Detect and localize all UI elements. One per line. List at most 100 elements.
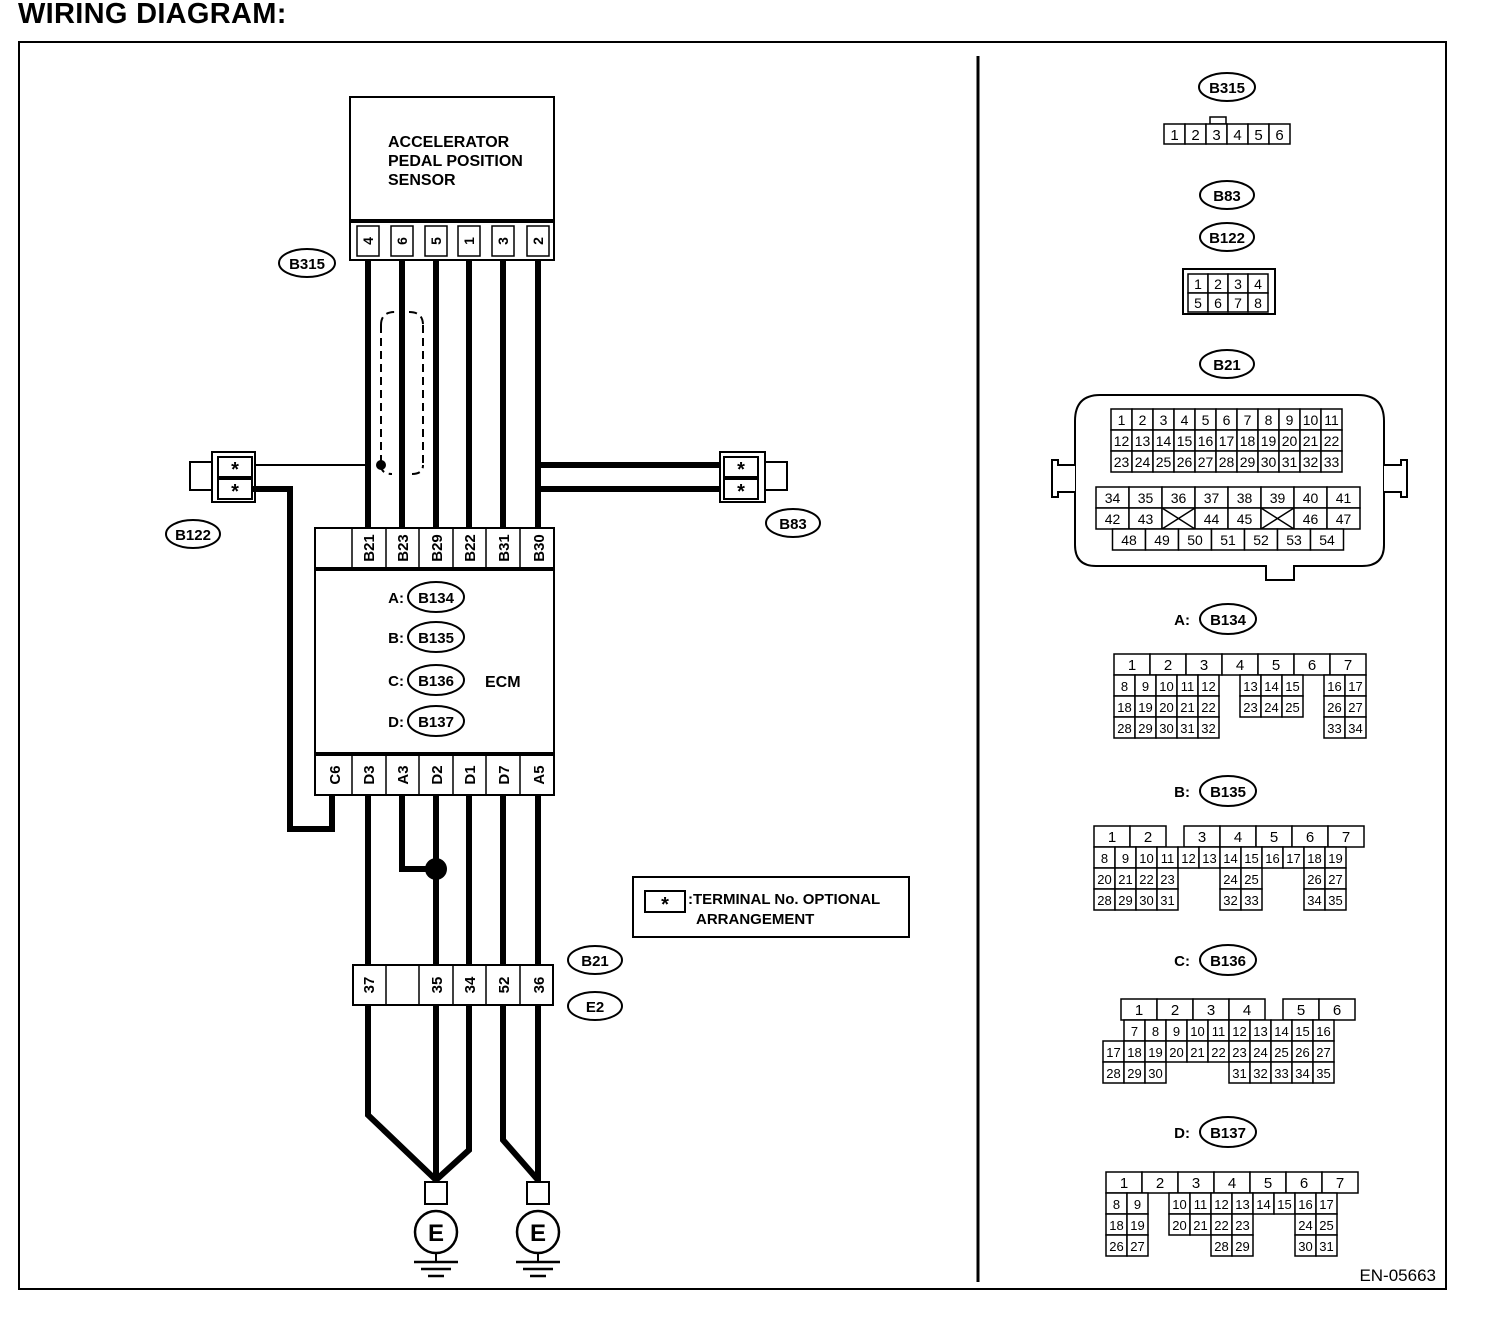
ecm-bottom-pin: C6 bbox=[327, 765, 344, 784]
b21-view-pin: 8 bbox=[1265, 412, 1273, 428]
b21-view-pin: 4 bbox=[1181, 412, 1189, 428]
b136-view-pin: 5 bbox=[1297, 1002, 1305, 1019]
b137-view-pin: 10 bbox=[1172, 1197, 1186, 1212]
b136-view-pin: 9 bbox=[1173, 1024, 1180, 1039]
b21-view-pin: 39 bbox=[1270, 490, 1286, 506]
wire-a3 bbox=[399, 795, 436, 872]
ecm-connector-prefix: A: bbox=[388, 590, 404, 607]
b21-view-pin: 54 bbox=[1319, 532, 1335, 548]
b135-view-pin: 23 bbox=[1160, 872, 1174, 887]
b135-view-pin-cell bbox=[1156, 888, 1179, 911]
b21-view-pin: 7 bbox=[1244, 412, 1252, 428]
b134-view-pin: 13 bbox=[1243, 679, 1257, 694]
b83-view-pin: 7 bbox=[1234, 295, 1242, 311]
legend-line-1: :TERMINAL No. OPTIONAL bbox=[688, 891, 880, 908]
b21-view-pin: 38 bbox=[1237, 490, 1253, 506]
b83-view-pin: 1 bbox=[1194, 276, 1202, 292]
b83-pin-1 bbox=[723, 456, 759, 478]
b21-view-pin: 9 bbox=[1286, 412, 1294, 428]
b134-view-prefix: A: bbox=[1174, 612, 1190, 629]
b134-view-pin: 16 bbox=[1327, 679, 1341, 694]
wire-c6 bbox=[253, 486, 335, 832]
b134-view-pin-cell bbox=[1197, 716, 1220, 739]
b21-view-pin: 35 bbox=[1138, 490, 1154, 506]
b83-body bbox=[764, 461, 788, 491]
b137-view-pin-cell bbox=[1315, 1234, 1338, 1257]
b135-view-pin: 13 bbox=[1202, 851, 1216, 866]
b315-view-pin: 5 bbox=[1254, 127, 1262, 144]
b21-view-pin: 47 bbox=[1336, 511, 1352, 527]
b315-view-pin: 4 bbox=[1233, 127, 1241, 144]
b21-view-pin: 11 bbox=[1324, 412, 1339, 428]
ecm-bottom-pin: A5 bbox=[531, 765, 548, 784]
b137-view-pin: 7 bbox=[1336, 1175, 1344, 1192]
shield-ground-splice bbox=[376, 460, 386, 470]
b136-view-pin: 32 bbox=[1253, 1066, 1267, 1081]
b134-view-pin: 24 bbox=[1264, 700, 1278, 715]
ecm-top-pin: B22 bbox=[462, 534, 479, 562]
b122-view-code: B122 bbox=[1209, 230, 1245, 247]
ground-pin: 52 bbox=[496, 977, 513, 994]
b21-view-right-tab bbox=[1384, 459, 1408, 498]
b315-view-latch bbox=[1209, 116, 1227, 125]
b136-view-pin: 21 bbox=[1190, 1045, 1204, 1060]
ground-pin: 34 bbox=[462, 976, 479, 993]
b135-view-badge bbox=[1199, 775, 1257, 807]
ground-label: E bbox=[428, 1220, 444, 1247]
ecm-connector-prefix: D: bbox=[388, 714, 404, 731]
b136-view-pin-cell bbox=[1144, 1061, 1167, 1084]
b21-view-pin-cell bbox=[1309, 528, 1345, 551]
b135-view-pin: 28 bbox=[1097, 893, 1111, 908]
ecm-connector-code: B134 bbox=[418, 590, 455, 607]
b21-view-pin: 1 bbox=[1118, 412, 1126, 428]
legend-symbol: * bbox=[661, 894, 669, 916]
b135-view-pin: 8 bbox=[1101, 851, 1108, 866]
sensor-name-line-2: PEDAL POSITION bbox=[388, 153, 523, 170]
b136-view-pin: 34 bbox=[1295, 1066, 1309, 1081]
b134-view-pin: 21 bbox=[1180, 700, 1194, 715]
b137-view-pin: 23 bbox=[1235, 1218, 1249, 1233]
ground-wire-37 bbox=[365, 1005, 439, 1183]
b136-view-pin: 14 bbox=[1274, 1024, 1288, 1039]
b21-view-pin: 37 bbox=[1204, 490, 1220, 506]
b122-body bbox=[189, 461, 213, 491]
b134-view-pin: 22 bbox=[1201, 700, 1215, 715]
b21-view-pin: 48 bbox=[1121, 532, 1137, 548]
b21-view-pin: 42 bbox=[1105, 511, 1121, 527]
ecm-connector-code: B135 bbox=[418, 630, 454, 647]
b135-view-pin: 31 bbox=[1160, 893, 1174, 908]
b136-view-pin: 11 bbox=[1212, 1024, 1226, 1039]
b83-badge bbox=[765, 508, 821, 538]
ground-wire-52 bbox=[500, 1005, 541, 1182]
b21-view-pin: 34 bbox=[1105, 490, 1121, 506]
b315-view-code: B315 bbox=[1209, 80, 1245, 97]
ground-connector-code-b21: B21 bbox=[581, 953, 609, 970]
b136-view-pin: 15 bbox=[1295, 1024, 1309, 1039]
b136-view-pin: 30 bbox=[1148, 1066, 1162, 1081]
legend-symbol-box bbox=[644, 890, 686, 913]
b137-view-pin: 15 bbox=[1277, 1197, 1291, 1212]
b137-view-pin: 16 bbox=[1298, 1197, 1312, 1212]
sensor-connector-badge bbox=[278, 248, 336, 278]
b21-view-blocked-pin bbox=[1260, 507, 1295, 530]
b137-view-pin: 12 bbox=[1214, 1197, 1228, 1212]
ground-pin: 37 bbox=[361, 977, 378, 994]
ecm-bottom-pin: D1 bbox=[462, 765, 479, 784]
b136-view-pin: 10 bbox=[1190, 1024, 1204, 1039]
ground-connector-code-e2: E2 bbox=[586, 999, 604, 1016]
ecm-bottom-pin: A3 bbox=[395, 765, 412, 784]
b135-view-pin: 17 bbox=[1286, 851, 1300, 866]
b135-view-pin: 1 bbox=[1108, 829, 1116, 846]
b83-pin-1-label: * bbox=[737, 459, 745, 481]
b136-view-pin: 8 bbox=[1152, 1024, 1159, 1039]
b21-view-pin: 24 bbox=[1135, 454, 1151, 470]
b136-view-prefix: C: bbox=[1174, 953, 1190, 970]
ground-terminal bbox=[424, 1181, 448, 1205]
b136-view-pin: 29 bbox=[1127, 1066, 1141, 1081]
b135-view-pin: 9 bbox=[1122, 851, 1129, 866]
b83-view-pin: 6 bbox=[1214, 295, 1222, 311]
b136-view-pin: 13 bbox=[1253, 1024, 1267, 1039]
